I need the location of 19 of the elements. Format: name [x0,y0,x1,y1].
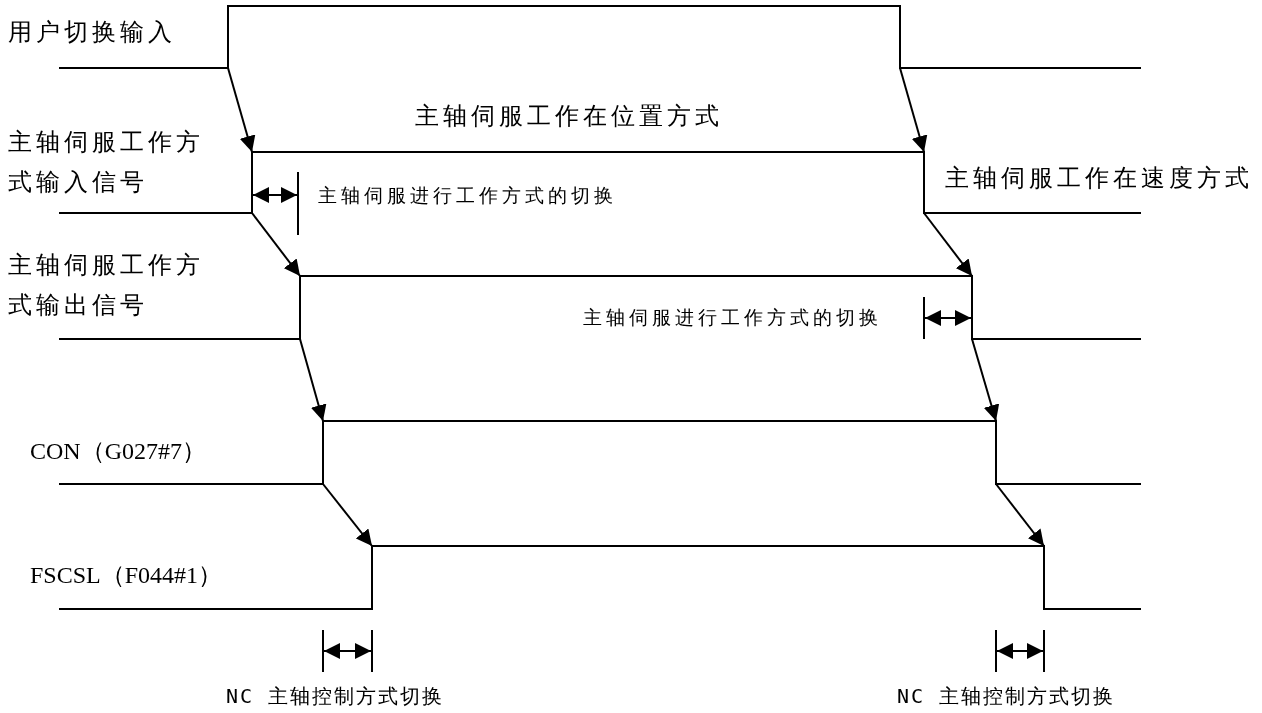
switching-label: 主轴伺服进行工作方式的切换 [318,184,617,208]
arrow [995,483,1045,547]
signal-name: FSCSL（F044#1） [30,561,224,590]
arrow [322,483,373,547]
mode-label: 主轴伺服工作在速度方式 [945,164,1253,193]
switching-label: NC 主轴控制方式切换 [226,683,445,710]
signal-name: CON（G027#7） [30,437,207,466]
arrow [299,338,327,422]
signal-name: 用户切换输入 [8,18,177,47]
switching-label: 主轴伺服进行工作方式的切换 [583,306,882,330]
mode-label: 主轴伺服工作在位置方式 [415,102,723,131]
arrow [251,212,301,277]
arrow [899,67,928,153]
switching-label: NC 主轴控制方式切换 [897,683,1116,710]
arrow [971,338,1000,422]
signal-name: 主轴伺服工作方式输出信号 [8,251,205,320]
arrow [923,212,973,277]
signal-name: 主轴伺服工作方式输入信号 [8,128,205,197]
arrow [227,67,256,153]
